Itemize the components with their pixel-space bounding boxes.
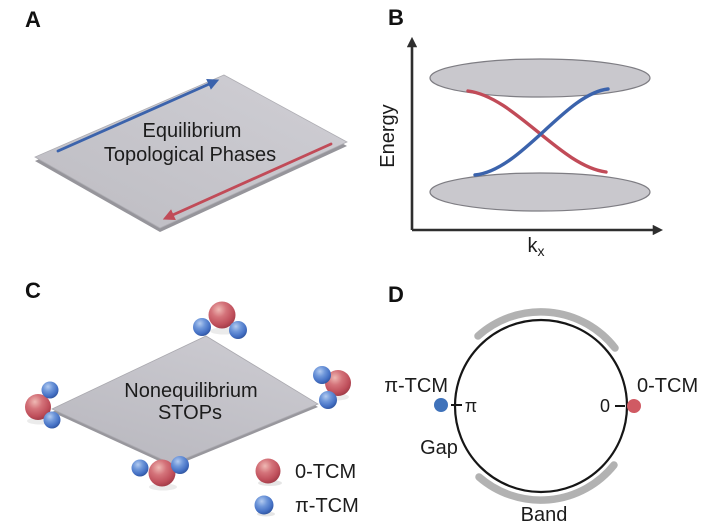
panel-d-quasienergy-circle: D π 0 π-TCM 0-TCM Gap Band [384, 282, 698, 526]
stop-cluster-left [25, 381, 61, 429]
legend-blue-sphere-icon [254, 495, 274, 515]
legend-pitcm-label: π-TCM [295, 495, 359, 517]
stop-cluster-bottom [131, 456, 189, 491]
stop-cluster-top [193, 301, 247, 339]
panel-a-equilibrium-topological-phases: A Equilibrium Topological Phases [25, 7, 348, 232]
lower-band-arc [475, 461, 618, 504]
band-label: Band [521, 504, 568, 526]
panel-b-label: B [388, 5, 404, 30]
gap-label: Gap [420, 437, 458, 459]
pi-tcm-label: π-TCM [384, 375, 448, 397]
pi-tick-label: π [465, 396, 477, 416]
panel-b-band-structure: B Energy kx [377, 5, 664, 259]
legend: 0-TCM π-TCM [254, 458, 359, 517]
blue-chiral-branch [473, 87, 610, 177]
blue-edge-mode-arrow [56, 78, 220, 153]
red-chiral-branch [466, 89, 608, 174]
pi-tcm-dot [434, 398, 448, 412]
panel-a-label: A [25, 7, 41, 32]
zero-tcm-dot [627, 399, 641, 413]
zero-tcm-label: 0-TCM [637, 375, 698, 397]
upper-band-arc [474, 308, 619, 352]
zero-tick-label: 0 [600, 396, 610, 416]
kx-axis-label: kx [528, 235, 545, 259]
legend-red-sphere-icon [255, 458, 281, 484]
plate-c-caption-line2: STOPs [158, 402, 222, 424]
legend-0tcm-label: 0-TCM [295, 461, 356, 483]
plate-a-caption-line1: Equilibrium [143, 120, 242, 142]
panel-c-label: C [25, 278, 41, 303]
red-edge-mode-arrow [162, 142, 333, 220]
plate-c-caption-line1: Nonequilibrium [124, 380, 257, 402]
stop-cluster-right [313, 366, 351, 409]
plate-a-surface [34, 74, 348, 229]
energy-axis-label: Energy [377, 104, 399, 167]
lower-band-ellipse [429, 172, 651, 212]
panel-c-nonequilibrium-stops: C Nonequilibrium STOPs [25, 278, 359, 517]
upper-band-ellipse [429, 58, 651, 98]
panel-d-label: D [388, 282, 404, 307]
plate-a-caption-line2: Topological Phases [104, 144, 276, 166]
